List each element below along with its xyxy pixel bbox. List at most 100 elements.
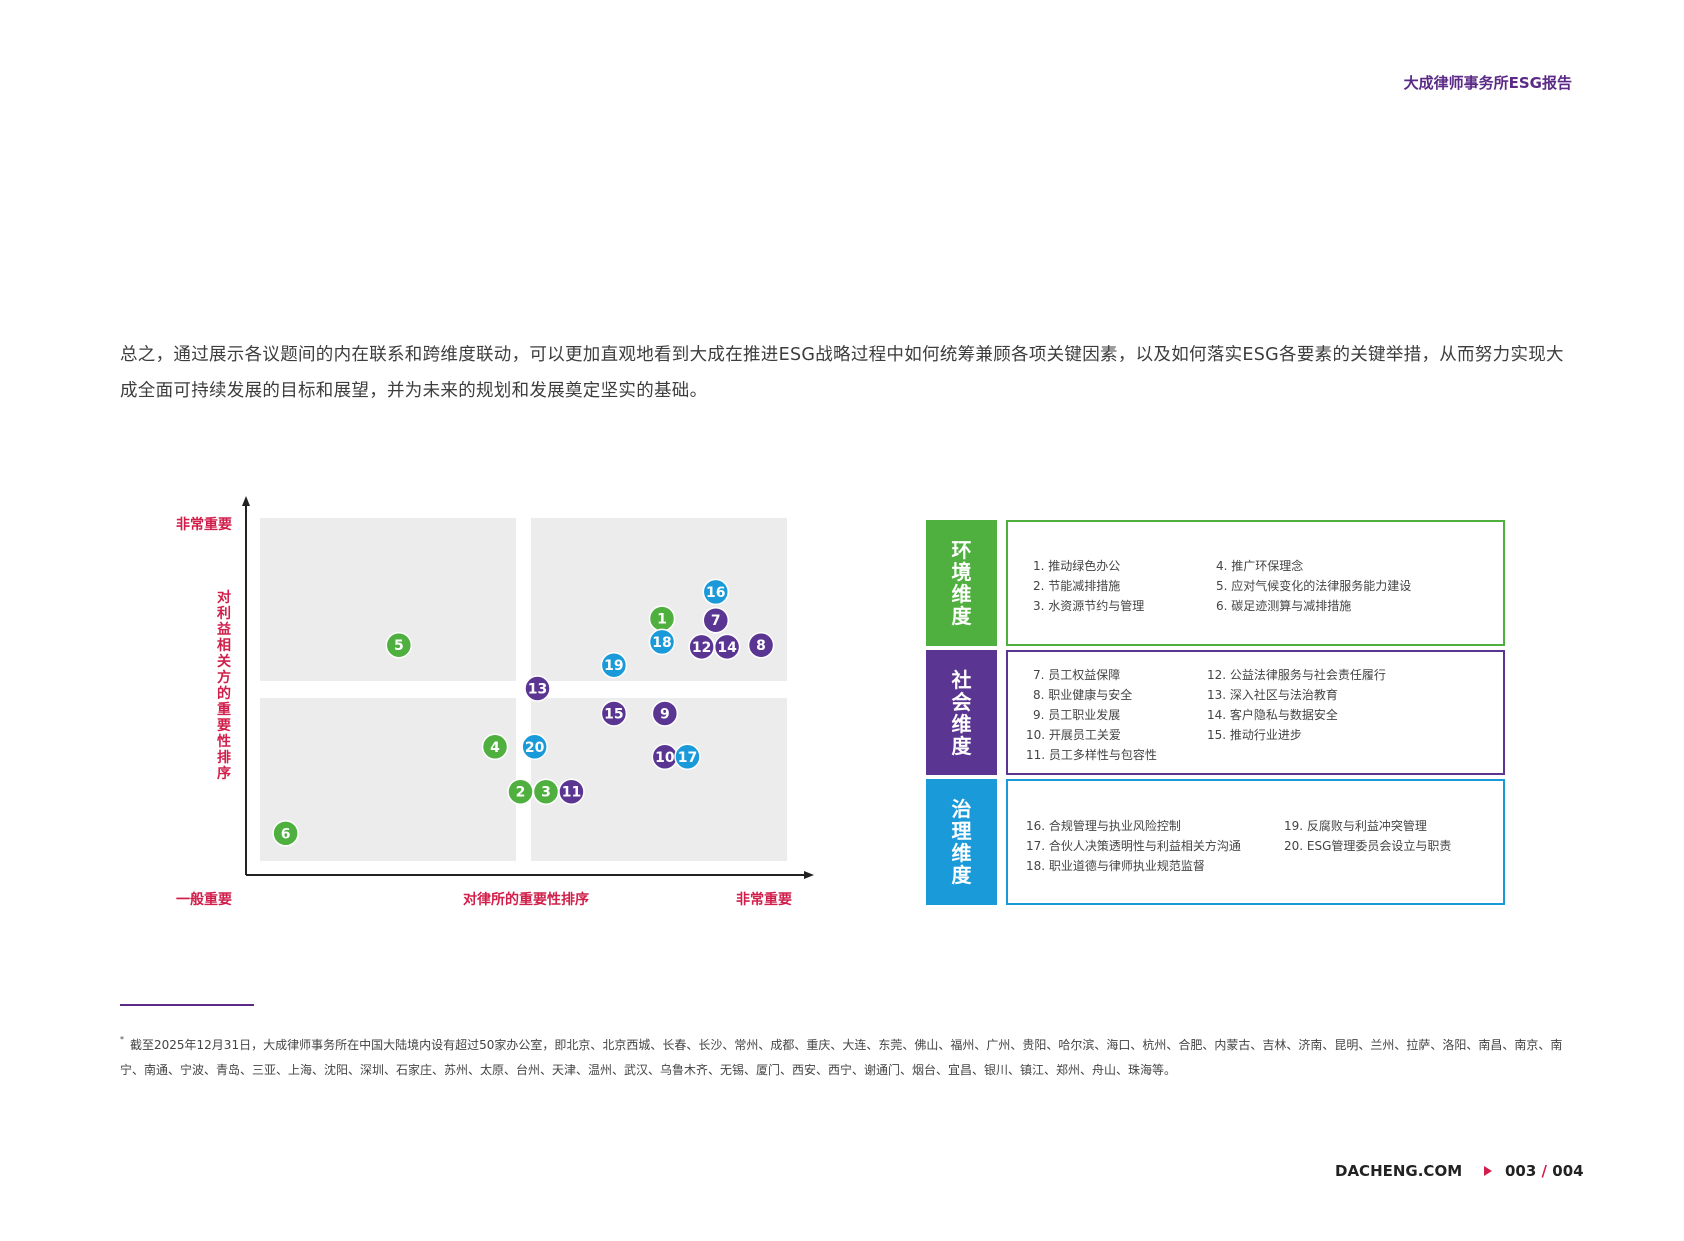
point-marker [702,578,730,606]
matrix-point: 9 [651,700,679,727]
legend-item: 4. 推广环保理念 [1216,559,1304,573]
point-label: 3 [541,785,551,801]
point-label: 5 [394,638,404,654]
legend-item: 16. 合规管理与执业风险控制 [1026,819,1181,833]
footnote: *截至2025年12月31日，大成律师事务所在中国大陆境内设有超过50家办公室，… [120,1029,1570,1083]
legend-item: 15. 推动行业进步 [1207,728,1302,742]
y-axis-label-char: 要 [217,718,231,734]
environment-dimension-label: 环境维度 [926,520,997,646]
legend-item: 3. 水资源节约与管理 [1033,599,1145,613]
total-pages: 004 [1552,1162,1584,1180]
legend-item: 10. 开展员工关爱 [1026,728,1121,742]
matrix-point: 19 [600,651,628,679]
legend-item: 20. ESG管理委员会设立与职责 [1284,839,1452,853]
point-label: 8 [756,638,766,654]
point-marker [481,733,509,761]
legend-item: 14. 客户隐私与数据安全 [1207,708,1338,722]
quadrant-backgrounds [260,518,787,861]
point-label: 12 [692,640,711,656]
legend-item: 1. 推动绿色办公 [1033,559,1121,573]
page-number: 003 / 004 [1505,1162,1584,1180]
point-label: 17 [678,750,697,766]
y-axis-label-char: 排 [217,749,231,766]
environment-items-box: 1. 推动绿色办公 2. 节能减排措施 3. 水资源节约与管理 4. 推广环保理… [1006,520,1505,646]
quadrant-2 [531,518,787,681]
point-label: 1 [657,612,667,628]
point-label: 9 [660,706,670,722]
governance-dimension-label: 治理维度 [926,779,997,905]
point-marker [600,700,628,727]
matrix-point: 20 [521,733,548,761]
point-marker [524,675,551,702]
point-label: 19 [604,658,623,674]
legend-item: 6. 碳足迹测算与减排措施 [1216,599,1352,613]
point-label: 10 [655,750,675,766]
x-axis-low-label: 一般重要 [176,891,232,908]
governance-items-box: 16. 合规管理与执业风险控制 17. 合伙人决策透明性与利益相关方沟通 18.… [1006,779,1505,905]
matrix-point: 12 [688,633,715,661]
x-axis-high-label: 非常重要 [736,891,792,908]
legend-item: 11. 员工多样性与包容性 [1026,748,1157,762]
quadrant-1 [260,518,516,681]
report-title: 大成律师事务所ESG报告 [1403,74,1572,92]
y-axis-arrow [242,496,250,506]
matrix-point: 16 [702,578,730,606]
point-label: 18 [652,635,671,651]
matrix-point: 18 [648,628,676,656]
website-link[interactable]: DACHENG.COM [1335,1162,1463,1180]
point-label: 2 [516,785,526,801]
social-items-box: 7. 员工权益保障 8. 职业健康与安全 9. 员工职业发展 10. 开展员工关… [1006,650,1505,775]
y-axis-label-char: 方 [217,669,231,686]
matrix-point: 7 [702,606,730,634]
x-axis-label: 对律所的重要性排序 [463,891,589,908]
footnote-mark: * [120,1035,124,1044]
point-marker [747,631,775,659]
footnote-text: 截至2025年12月31日，大成律师事务所在中国大陆境内设有超过50家办公室，即… [120,1038,1563,1077]
point-label: 7 [711,613,721,629]
matrix-point: 11 [558,778,585,805]
chart-axes [242,496,814,879]
x-axis-arrow [804,871,814,879]
legend-item: 8. 职业健康与安全 [1033,688,1133,702]
point-label: 14 [717,640,737,656]
quadrant-3 [260,698,516,861]
point-label: 4 [490,740,500,756]
matrix-point: 8 [747,631,775,659]
legend-item: 17. 合伙人决策透明性与利益相关方沟通 [1026,839,1241,853]
legend-item: 5. 应对气候变化的法律服务能力建设 [1216,579,1412,593]
matrix-point: 17 [674,743,701,771]
matrix-point: 2 [507,778,534,805]
y-axis-label-char: 对 [217,589,231,606]
matrix-point: 1 [648,605,676,632]
point-label: 16 [706,585,725,601]
y-axis-high-label: 非常重要 [176,516,232,533]
point-label: 11 [562,785,581,801]
current-page: 003 [1505,1162,1537,1180]
legend-item: 13. 深入社区与法治教育 [1207,688,1338,702]
point-marker [521,733,548,761]
point-marker [272,820,299,847]
point-marker [713,633,741,661]
point-label: 13 [528,682,547,698]
matrix-point: 13 [524,675,551,702]
point-marker [702,606,730,634]
legend-item: 9. 员工职业发展 [1033,708,1121,722]
matrix-point: 14 [713,633,741,661]
y-axis-label-char: 利 [217,605,231,622]
y-axis-label-char: 益 [217,621,231,638]
point-marker [600,651,628,679]
point-label: 6 [281,826,291,842]
footnote-divider [120,1004,254,1006]
matrix-point: 5 [385,631,413,659]
point-label: 15 [604,706,623,722]
legend-item: 7. 员工权益保障 [1033,668,1121,682]
point-marker [385,631,413,659]
legend-item: 2. 节能减排措施 [1033,579,1121,593]
matrix-point: 3 [532,778,560,805]
matrix-point: 15 [600,700,628,727]
intro-paragraph: 总之，通过展示各议题间的内在联系和跨维度联动，可以更加直观地看到大成在推进ESG… [120,345,1564,401]
y-axis-label-char: 相 [217,637,231,654]
matrix-point: 10 [651,743,679,771]
y-axis-label-char: 的 [217,685,231,702]
